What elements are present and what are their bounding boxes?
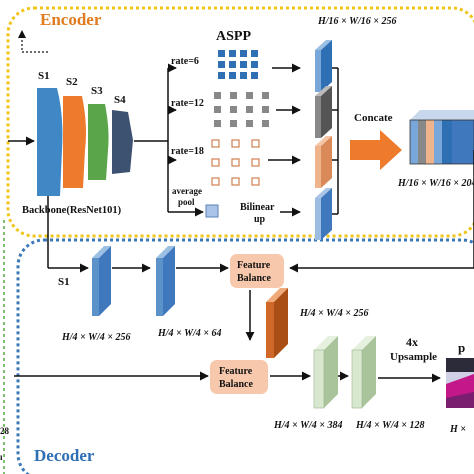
decoder-block-b <box>156 246 175 316</box>
aspp-output-block-orange <box>315 136 332 188</box>
decoder-s1-label: S1 <box>58 276 70 288</box>
feature-balance-top <box>230 254 284 288</box>
upsample-label-line1: 4x <box>406 335 418 349</box>
concate-big-arrow <box>350 130 402 170</box>
concat-output-dim: H/16 × W/16 × 2048 <box>397 178 474 189</box>
output-segmentation-image <box>446 358 474 408</box>
aspp-output-block-blue <box>315 40 332 92</box>
right-edge-dim: H × <box>449 424 466 435</box>
output-cropped-label: p <box>458 340 465 355</box>
aspp-rate18-label: rate=18 <box>171 146 204 157</box>
stage-s4-block <box>112 110 133 174</box>
encoder-border <box>6 6 474 238</box>
decoder-block-green-1 <box>313 336 338 409</box>
avg-pool-label-line1: average <box>172 186 202 196</box>
stage-s3-block <box>88 104 109 180</box>
decoder-block-green-2 <box>351 336 376 409</box>
aspp-rate6-label: rate=6 <box>171 56 199 67</box>
concat-feature-stack <box>409 110 474 165</box>
rate6-kernel-grid <box>218 50 258 79</box>
aspp-output-block-pool <box>315 188 332 240</box>
upsample-label-line2: Upsample <box>390 351 437 363</box>
feature-balance-top-line1: Feature <box>237 260 271 271</box>
stage-s2-block <box>63 96 86 188</box>
decoder-dim-e: H/4 × W/4 × 128 <box>355 420 424 431</box>
aspp-title: ASPP <box>216 29 251 44</box>
rate12-kernel-grid <box>214 92 269 127</box>
aspp-output-dim: H/16 × W/16 × 256 <box>317 16 396 27</box>
feature-balance-top-line2: Balance <box>237 273 271 284</box>
input-dotted-arrowhead <box>18 30 26 38</box>
avg-pool-label-line2: pool <box>178 197 195 207</box>
stage-label-s4: S4 <box>114 94 126 106</box>
decoder-dim-c: H/4 × W/4 × 256 <box>299 308 368 319</box>
decoder-block-orange <box>266 288 288 358</box>
stage-label-s1: S1 <box>38 70 50 82</box>
stage-label-s3: S3 <box>91 85 103 97</box>
feature-balance-bottom-line2: Balance <box>219 379 253 390</box>
decoder-title: Decoder <box>34 446 95 465</box>
concate-label: Concate <box>354 112 393 124</box>
decoder-dim-a: H/4 × W/4 × 256 <box>61 332 130 343</box>
decoder-dim-d: H/4 × W/4 × 384 <box>273 420 342 431</box>
aspp-output-block-gray <box>315 86 332 138</box>
left-edge-mark: ı <box>0 452 3 462</box>
backbone-label: Backbone(ResNet101) <box>22 205 122 216</box>
bilinear-label-line1: Bilinear <box>240 202 275 213</box>
stage-label-s2: S2 <box>66 76 78 88</box>
input-dotted-arrow <box>21 36 48 53</box>
decoder-dim-b: H/4 × W/4 × 64 <box>157 328 221 339</box>
aspp-rate12-label: rate=12 <box>171 98 204 109</box>
feature-balance-bottom-line1: Feature <box>219 366 253 377</box>
encoder-title: Encoder <box>40 10 102 29</box>
avg-pool-square <box>205 204 219 218</box>
rate18-kernel-grid <box>211 139 260 186</box>
left-edge-text: 28 <box>0 426 10 436</box>
stage-s1-block <box>37 88 63 196</box>
bilinear-label-line2: up <box>254 214 266 225</box>
feature-balance-bottom <box>210 360 268 394</box>
decoder-block-a <box>92 246 111 316</box>
